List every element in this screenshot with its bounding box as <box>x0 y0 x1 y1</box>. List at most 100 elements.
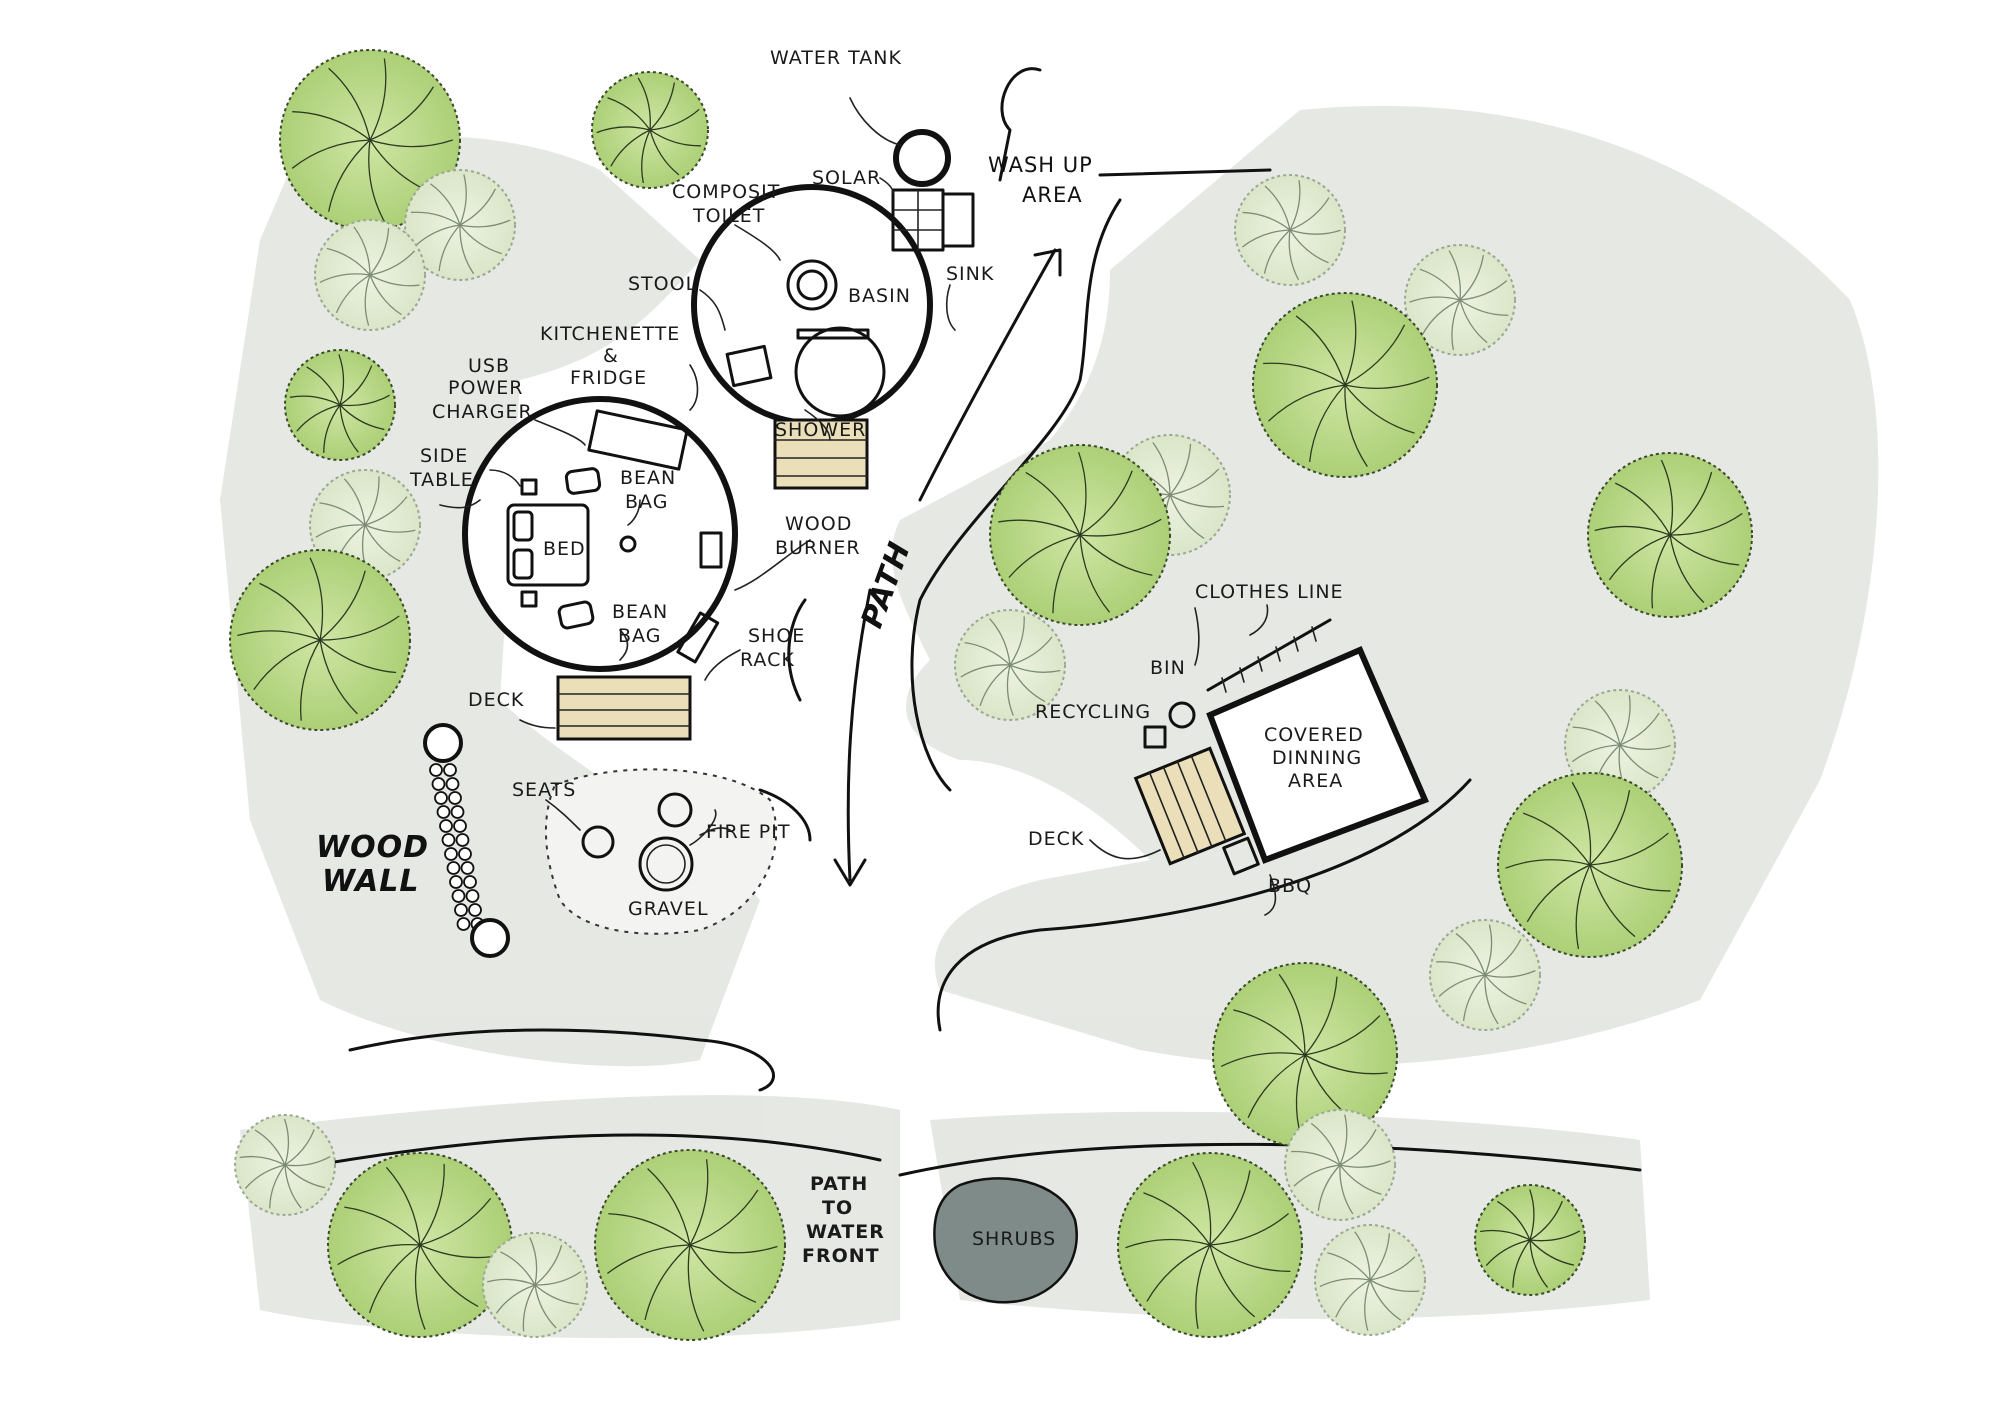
bed-icon <box>506 503 590 587</box>
wash-up-label-1: WASH UP <box>988 153 1093 177</box>
bbq-label: BBQ <box>1268 875 1312 897</box>
bean-bag-bottom-label-2: BAG <box>618 625 661 647</box>
dining-deck <box>1133 746 1247 866</box>
wood-wall-log <box>441 833 456 847</box>
bbq-icon <box>1222 836 1260 876</box>
fire-pit-area <box>544 768 778 935</box>
shower-icon <box>794 326 886 418</box>
wood-wall-log <box>449 875 463 889</box>
sleeping-pod <box>462 396 738 741</box>
tree-canopy <box>591 71 709 189</box>
bin-icon <box>1168 701 1196 729</box>
wood-wall-log <box>465 889 480 903</box>
tree-canopy-light <box>404 169 516 281</box>
path-water-label-2: TO <box>822 1197 853 1219</box>
sleeping-pod-wall <box>462 396 738 672</box>
side-table-icon <box>520 590 538 608</box>
tree-canopy-light <box>234 1114 336 1216</box>
wood-wall-log <box>463 875 477 889</box>
wood-wall-log <box>444 847 458 861</box>
wood-wall-log <box>443 763 457 777</box>
wood-wall-log <box>436 805 451 819</box>
seat-icon <box>581 825 615 859</box>
wood-wall-log <box>445 777 460 791</box>
covered-label-1: COVERED <box>1264 724 1364 746</box>
ground-outlines <box>258 67 1642 1177</box>
wood-wall-log <box>451 889 466 903</box>
tree-canopy-light <box>482 1232 588 1338</box>
usb-label-3: CHARGER <box>432 401 533 423</box>
bathroom-pod <box>691 184 933 490</box>
basin-label: BASIN <box>848 285 911 307</box>
shower-label: SHOWER <box>775 419 866 441</box>
covered-label-3: AREA <box>1288 770 1343 792</box>
composit-label-2: TOILET <box>692 205 765 227</box>
wood-wall-log <box>434 791 448 805</box>
gravel-label: GRAVEL <box>628 898 709 920</box>
sink-label: SINK <box>946 263 994 285</box>
tree-canopy-light <box>1404 244 1516 356</box>
sink-icon <box>941 192 975 248</box>
side-table-icon <box>520 478 538 496</box>
label-layer: WATER TANK SOLAR WASH UP AREA COMPOSIT T… <box>316 47 1364 1267</box>
fire-pit-icon <box>638 836 694 892</box>
shrubs-label: SHRUBS <box>972 1228 1056 1250</box>
fire-pit-label: FIRE PIT <box>706 821 790 843</box>
leader-lines <box>439 97 1277 916</box>
wood-wall-log <box>429 763 443 777</box>
wood-wall-log <box>455 833 470 847</box>
wood-wall-log <box>468 903 482 917</box>
stool-icon <box>725 344 773 388</box>
wash-up-label-2: AREA <box>1022 183 1083 207</box>
seats-label: SEATS <box>512 779 576 801</box>
bean-bag-top-label-1: BEAN <box>620 467 676 489</box>
tree-canopy-light <box>1284 1109 1396 1221</box>
usb-label-2: POWER <box>448 377 523 399</box>
covered-label-2: DINNING <box>1272 747 1362 769</box>
kitchenette-label-1: KITCHENETTE <box>540 323 680 345</box>
tree-canopy <box>1587 452 1753 618</box>
wood-wall-log <box>454 903 468 917</box>
shoe-rack-label-2: RACK <box>740 649 795 671</box>
bin-label: BIN <box>1150 657 1186 679</box>
pillow-icon <box>512 510 534 542</box>
wood-wall-log <box>456 917 471 931</box>
water-tank-label: WATER TANK <box>770 47 902 69</box>
covered-dining <box>1133 618 1430 876</box>
shoe-rack-label-1: SHOE <box>748 625 805 647</box>
wood-wall-log <box>458 847 472 861</box>
kitchenette-label-3: FRIDGE <box>570 367 647 389</box>
deck-left-label: DECK <box>468 689 524 711</box>
usb-charger-icon <box>619 535 637 553</box>
clothes-line-label: CLOTHES LINE <box>1195 581 1344 603</box>
tree-canopy-light <box>1234 174 1346 286</box>
wood-wall <box>423 723 510 958</box>
deck-right-label: DECK <box>1028 828 1084 850</box>
tree-canopy-light <box>314 219 426 331</box>
bean-bag-icon <box>557 600 595 630</box>
tree-canopy-light <box>1564 689 1676 801</box>
recycling-label: RECYCLING <box>1035 701 1151 723</box>
pillow-icon <box>512 548 534 580</box>
water-tank-icon <box>893 129 951 187</box>
path-water-label-3: WATER <box>806 1221 885 1243</box>
tree-canopy <box>1474 1184 1586 1296</box>
bean-bag-bottom-label-1: BEAN <box>612 601 668 623</box>
water-tank-solar <box>891 129 975 252</box>
tree-layer <box>229 49 1753 1341</box>
shoe-rack-icon <box>676 611 720 664</box>
shrubs <box>933 1177 1078 1304</box>
wood-burner-label-2: BURNER <box>775 537 861 559</box>
tree-canopy <box>284 349 396 461</box>
sleeping-pod-deck <box>556 675 692 741</box>
tree-canopy <box>229 549 411 731</box>
path-water-label-4: FRONT <box>802 1245 880 1267</box>
wood-wall-log <box>448 791 462 805</box>
bean-bag-top-label-2: BAG <box>625 491 668 513</box>
wood-wall-end-post <box>470 918 510 958</box>
kitchenette-icon <box>587 409 689 471</box>
tree-canopy-light <box>1314 1224 1426 1336</box>
composit-label-1: COMPOSIT <box>672 181 780 203</box>
wood-wall-log <box>453 819 467 833</box>
